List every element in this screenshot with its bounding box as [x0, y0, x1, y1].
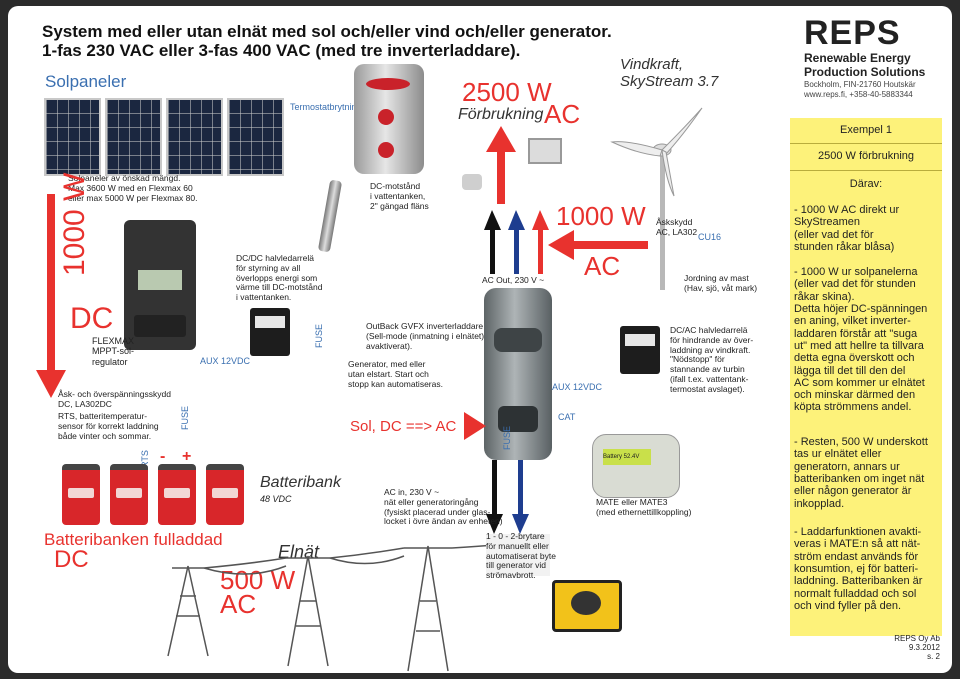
mate-controller: Battery 52.4V	[592, 434, 680, 498]
dc-1000-value: 1000 W	[58, 172, 91, 276]
battery-4	[206, 464, 244, 525]
ac-out-arrows	[484, 210, 549, 274]
solar-panel-2	[105, 98, 162, 176]
generator	[552, 580, 622, 632]
dc-heating-element	[317, 179, 343, 253]
dc-down-arrow	[36, 194, 66, 398]
power-lines	[167, 541, 529, 672]
aux-12vdc-1: AUX 12VDC	[200, 356, 251, 366]
title-line-1: System med eller utan elnät med sol och/…	[42, 22, 612, 41]
cat-label: CAT	[558, 412, 576, 422]
sidebar-intro: Därav:	[849, 178, 883, 190]
termostat-label: Termostatbrytning	[290, 102, 362, 112]
dcdc-relay-description: DC/DC halvledarrelä för styrning av all …	[236, 253, 323, 303]
mate-label: MATE eller MATE3 (med ethernettillkoppli…	[596, 497, 692, 517]
dcac-relay-description: DC/AC halvledarrelä för hindrande av öve…	[670, 325, 754, 394]
ac-in-description: AC in, 230 V ~ nät eller generatoringång…	[384, 487, 503, 527]
solar-panel-3	[166, 98, 223, 176]
fuse-1: FUSE	[314, 323, 324, 348]
sol-dc-ac-label: Sol, DC ==> AC	[350, 418, 457, 435]
generator-note: Generator, med eller utan elstart. Start…	[348, 359, 443, 389]
computer-icon	[528, 138, 562, 164]
vindkraft-label: Vindkraft, SkyStream 3.7	[620, 56, 719, 91]
batteribank-label: Batteribank	[260, 474, 341, 491]
plus-terminal: +	[182, 448, 192, 465]
sidebar-item-3: - Resten, 500 W underskott tas ur elnäte…	[794, 436, 928, 510]
ac-in-arrows	[486, 460, 529, 534]
outback-gvfx-description: OutBack GVFX inverterladdare (Sell-mode …	[366, 321, 485, 351]
rts-description: RTS, batteritemperatur- sensor för korre…	[58, 411, 159, 441]
flexmax-regulator	[124, 220, 196, 350]
solar-panel-1	[44, 98, 101, 176]
transfer-switch-box	[486, 534, 550, 576]
consumption-unit: AC	[544, 99, 581, 129]
consumption-up-arrow	[486, 126, 516, 204]
outback-inverter	[484, 288, 552, 460]
solar-panel-4	[227, 98, 284, 176]
batteribanken-fulladdad: Batteribanken fulladdad	[44, 530, 223, 549]
ac-out-label: AC Out, 230 V ~	[482, 275, 545, 285]
footer-page: s. 2	[927, 652, 940, 661]
cu16-label: CU16	[698, 232, 722, 242]
flexmax-label: FLEXMAX MPPT-sol- regulator	[92, 336, 135, 367]
aux-12vdc-2: AUX 12VDC	[552, 382, 603, 392]
dc-resistor-description: DC-motstånd i vattentanken, 2" gängad fl…	[370, 181, 429, 211]
wind-turbine	[610, 107, 703, 290]
water-tank	[354, 64, 424, 174]
askskydd-ac-label: Åskskydd AC, LA302	[656, 217, 698, 237]
diagram-page: System med eller utan elnät med sol och/…	[8, 6, 952, 673]
dcdc-relay	[250, 308, 290, 356]
solpaneler-label: Solpaneler	[45, 72, 127, 91]
title-line-2: 1-fas 230 VAC eller 3-fas 400 VAC (med t…	[42, 41, 521, 60]
logo-line1: Renewable Energy	[804, 51, 911, 65]
logo-address: Bockholm, FIN-21760 Houtskär	[804, 80, 916, 89]
battery-voltage: 48 VDC	[260, 494, 292, 504]
sol-dc-ac-arrow	[464, 412, 486, 440]
jordning-label: Jordning av mast (Hav, sjö, våt mark)	[684, 273, 758, 293]
logo-line2: Production Solutions	[804, 65, 926, 79]
dc-1000-unit: DC	[70, 302, 114, 335]
sidebar-heading: Exempel 1	[840, 124, 892, 136]
battery-2	[110, 464, 148, 525]
batteribanken-dc: DC	[54, 546, 89, 573]
switch-description: 1 - 0 - 2-brytare för manuellt eller aut…	[486, 531, 556, 581]
ac-1000-value: 1000 W	[556, 201, 646, 231]
dcac-relay	[620, 326, 660, 374]
ac-left-arrow	[548, 230, 648, 260]
sidebar-subheading: 2500 W förbrukning	[818, 150, 914, 162]
minus-terminal: -	[160, 448, 166, 465]
logo-contact: www.reps.fi, +358-40-5883344	[804, 90, 913, 99]
consumption-label: Förbrukning	[458, 106, 544, 123]
example-sidebar: Exempel 1 2500 W förbrukning Därav: - 10…	[790, 118, 942, 636]
ac-500-value: 500 W	[220, 565, 296, 595]
fuse-3: FUSE	[502, 425, 512, 450]
footer-company: REPS Oy Ab	[894, 634, 940, 643]
logo-name: REPS	[804, 14, 901, 52]
ac-500-unit: AC	[220, 589, 257, 619]
solar-description: Solpaneler av önskad mängd. Max 3600 W m…	[68, 173, 198, 203]
sidebar-item-4: - Laddarfunktionen avakti- veras i MATE:…	[794, 526, 923, 612]
mate-display: Battery 52.4V	[603, 449, 651, 465]
sidebar-item-2: - 1000 W ur solpanelerna (eller vad det …	[794, 266, 928, 414]
appliance-icon	[462, 174, 482, 190]
reps-logo: REPS Renewable Energy Production Solutio…	[804, 14, 944, 99]
ask-dc-label: Åsk- och överspänningsskydd DC, LA302DC	[58, 389, 171, 409]
ac-1000-unit: AC	[584, 251, 621, 281]
sidebar-item-1: - 1000 W AC direkt ur SkyStreamen (eller…	[794, 204, 900, 253]
fuse-2: FUSE	[180, 405, 190, 430]
battery-1	[62, 464, 100, 525]
footer-date: 9.3.2012	[908, 643, 940, 652]
battery-3	[158, 464, 196, 525]
consumption-value: 2500 W	[462, 77, 552, 107]
